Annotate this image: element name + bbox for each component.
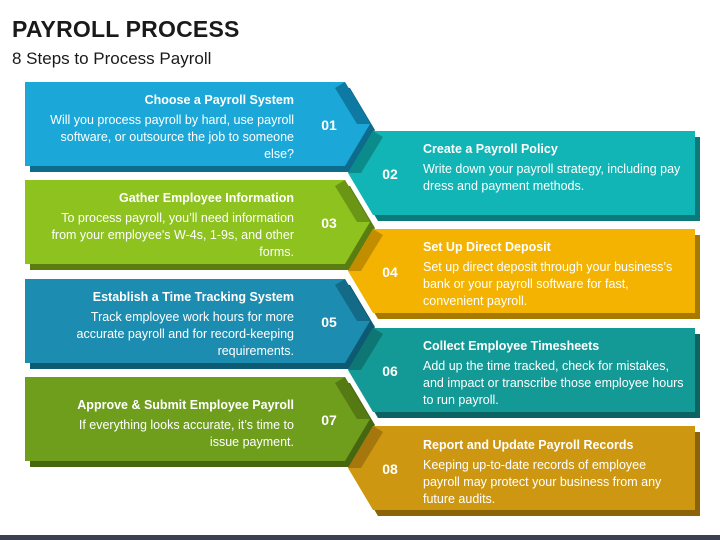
step-4-fill (348, 229, 695, 313)
step-2-fill (348, 131, 695, 215)
step-2-text: Create a Payroll Policy Write down your … (423, 141, 685, 195)
step-6-text: Collect Employee Timesheets Add up the t… (423, 338, 685, 409)
step-3-title: Gather Employee Information (118, 191, 294, 205)
step-1-number: 01 (321, 117, 337, 133)
step-6-description: Add up the time tracked, check for mista… (423, 359, 684, 407)
step-6-number: 06 (382, 363, 398, 379)
step-8-fold (348, 426, 383, 468)
step-3-description: To process payroll, you’ll need informat… (51, 211, 294, 259)
step-5-title: Establish a Time Tracking System (92, 290, 294, 304)
step-4-number: 04 (382, 264, 398, 280)
step-1-fill (25, 82, 370, 166)
step-4-description: Set up direct deposit through your busin… (423, 260, 673, 308)
step-8-title: Report and Update Payroll Records (423, 438, 634, 452)
step-7-text: Approve & Submit Employee Payroll If eve… (50, 397, 294, 451)
page-subtitle: 8 Steps to Process Payroll (12, 49, 212, 68)
step-4-text: Set Up Direct Deposit Set up direct depo… (423, 239, 685, 310)
step-4-title: Set Up Direct Deposit (423, 240, 551, 254)
step-3-text: Gather Employee Information To process p… (50, 190, 294, 261)
step-1-title: Choose a Payroll System (144, 93, 294, 107)
step-6-fold (348, 328, 383, 370)
step-1-text: Choose a Payroll System Will you process… (50, 92, 294, 163)
step-8-description: Keeping up-to-date records of employee p… (423, 458, 662, 506)
step-3-fill (25, 180, 370, 264)
step-5-text: Establish a Time Tracking System Track e… (50, 289, 294, 360)
page-title: PAYROLL PROCESS (12, 16, 240, 42)
step-5-fold (335, 279, 370, 321)
step-3-number: 03 (321, 215, 337, 231)
step-8-fill (348, 426, 695, 510)
step-2-description: Write down your payroll strategy, includ… (423, 162, 681, 193)
step-8-shape (348, 426, 700, 516)
step-1-fold (335, 82, 370, 124)
step-3-fold (335, 180, 370, 222)
step-5-number: 05 (321, 314, 337, 330)
step-5-fill (25, 279, 370, 363)
step-2-shape (348, 131, 700, 221)
step-3-shape (25, 180, 375, 270)
step-2-fold (348, 131, 383, 173)
step-1-shape (25, 82, 375, 172)
step-1-description: Will you process payroll by hard, use pa… (50, 113, 294, 161)
step-7-shape (25, 377, 375, 467)
step-8-number: 08 (382, 461, 398, 477)
step-7-number: 07 (321, 412, 337, 428)
step-2-number: 02 (382, 166, 398, 182)
step-2-title: Create a Payroll Policy (423, 142, 558, 156)
step-6-shape (348, 328, 700, 418)
step-6-title: Collect Employee Timesheets (423, 339, 600, 353)
step-8-text: Report and Update Payroll Records Keepin… (423, 437, 685, 508)
step-4-shape (348, 229, 700, 319)
step-5-description: Track employee work hours for more accur… (76, 310, 294, 358)
step-7-fill (25, 377, 370, 461)
step-7-fold (335, 377, 370, 419)
step-7-description: If everything looks accurate, it’s time … (78, 418, 294, 449)
footer-bar (0, 535, 720, 540)
step-7-title: Approve & Submit Employee Payroll (77, 398, 294, 412)
step-5-shape (25, 279, 375, 369)
step-4-fold (348, 229, 383, 271)
step-6-fill (348, 328, 695, 412)
